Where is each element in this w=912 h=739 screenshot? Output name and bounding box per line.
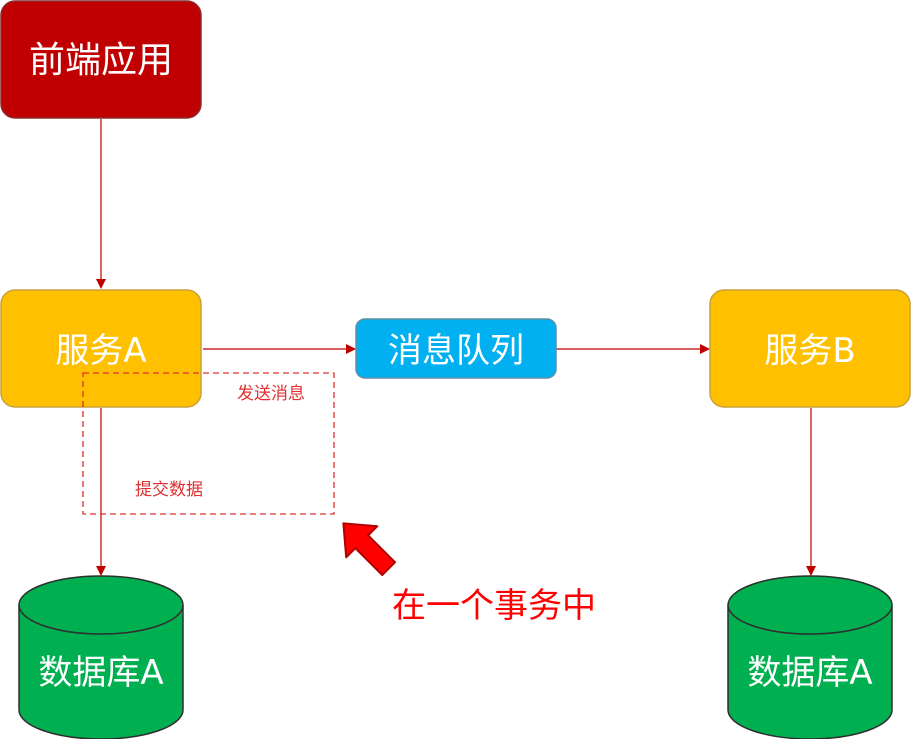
message-queue-label: 消息队列 bbox=[388, 331, 524, 371]
database-b-top bbox=[727, 575, 893, 635]
message-queue-node: 消息队列 bbox=[355, 318, 557, 379]
database-a-label: 数据库A bbox=[38, 653, 163, 693]
send-message-annotation: 发送消息 bbox=[237, 384, 305, 404]
database-b-node: 数据库A bbox=[727, 575, 893, 739]
frontend-node: 前端应用 bbox=[0, 0, 202, 119]
commit-data-annotation: 提交数据 bbox=[135, 480, 203, 500]
connectors bbox=[96, 119, 816, 576]
transaction-boundary-box bbox=[82, 372, 335, 515]
in-one-transaction-callout: 在一个事务中 bbox=[392, 586, 596, 626]
frontend-label: 前端应用 bbox=[29, 40, 173, 81]
frontend-box bbox=[0, 0, 202, 119]
callout-arrow-icon bbox=[342, 522, 396, 576]
service-a-node: 服务A bbox=[0, 289, 202, 408]
service-b-box bbox=[709, 289, 911, 408]
service-a-label: 服务A bbox=[55, 331, 146, 371]
database-a-top bbox=[18, 575, 184, 635]
message-queue-box bbox=[355, 318, 557, 379]
service-a-box bbox=[0, 289, 202, 408]
service-b-node: 服务B bbox=[709, 289, 911, 408]
database-b-label: 数据库A bbox=[747, 653, 872, 693]
database-a-node: 数据库A bbox=[18, 575, 184, 739]
service-b-label: 服务B bbox=[764, 331, 855, 371]
